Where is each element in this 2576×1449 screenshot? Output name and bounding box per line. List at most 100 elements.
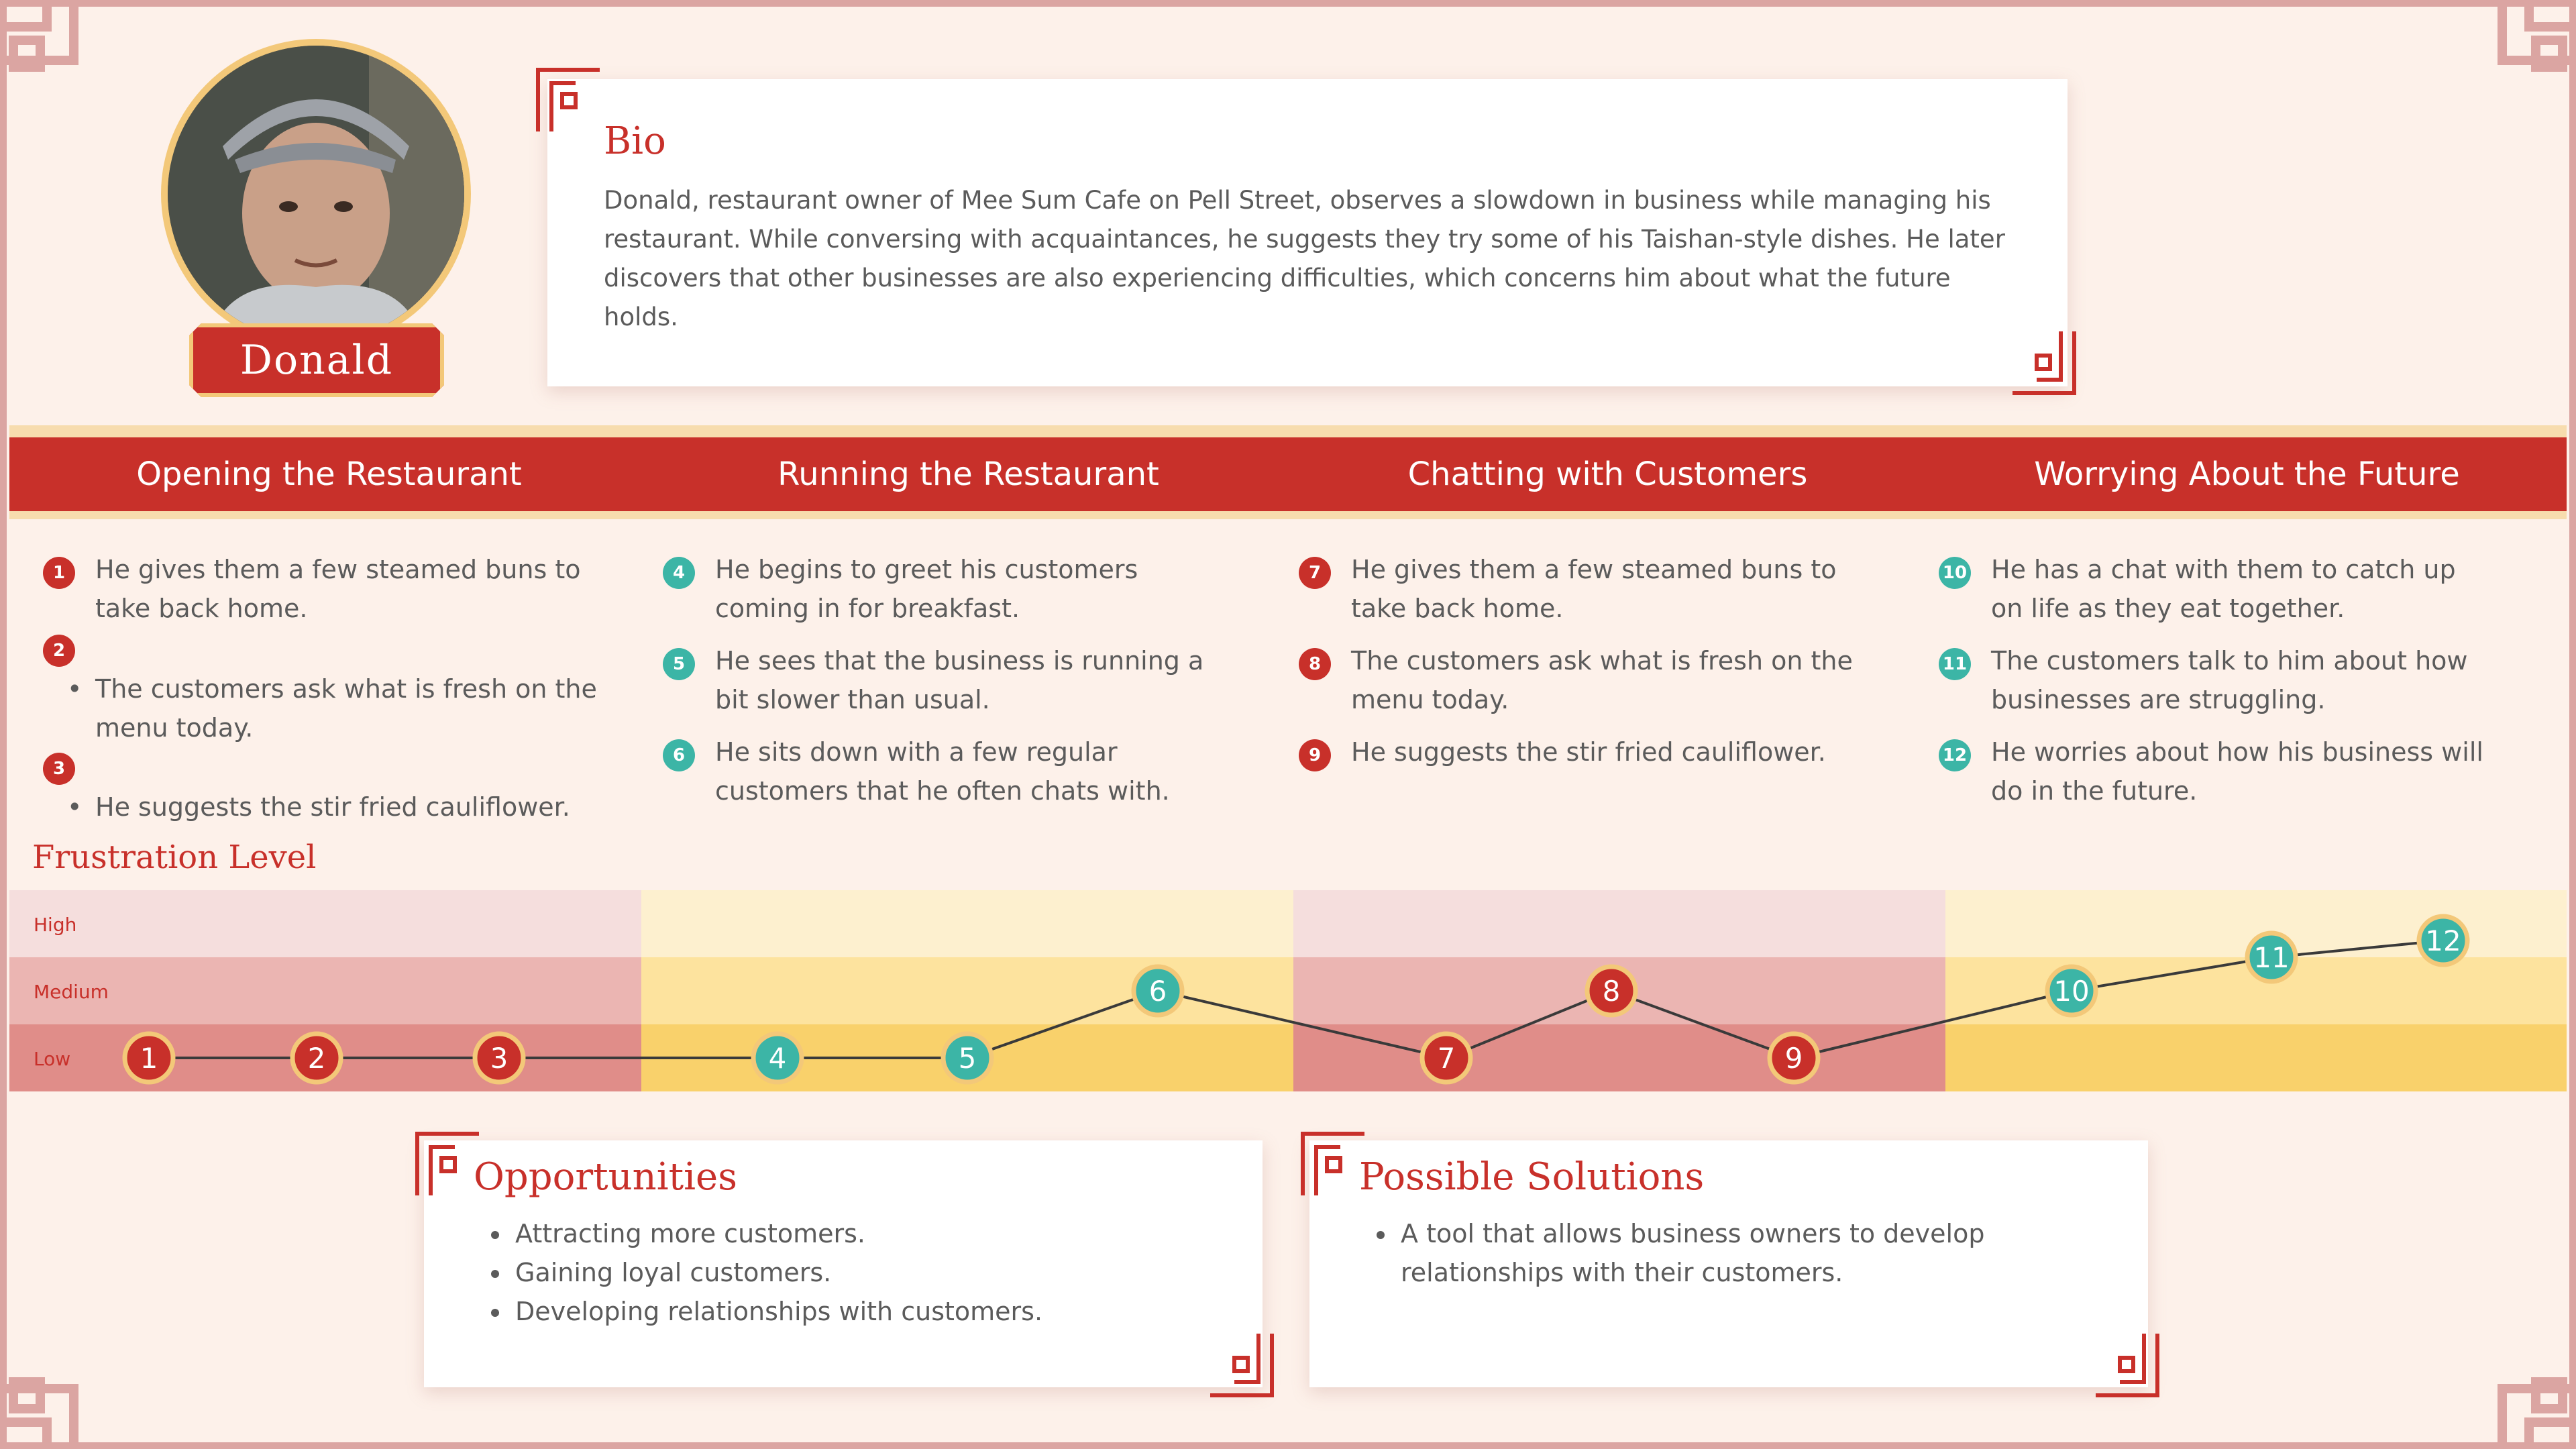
stage-title-worrying: Worrying About the Future	[2034, 455, 2460, 493]
step-11: 11 The customers talk to him about how b…	[1939, 641, 2496, 719]
step-number-badge: 6	[663, 739, 695, 771]
step-8: 8 The customers ask what is fresh on the…	[1299, 641, 1856, 719]
chart-point-label: 4	[769, 1042, 787, 1075]
chart-point-4: 4	[751, 1031, 804, 1085]
chart-connector-line	[1611, 989, 1794, 1059]
level-label-medium: Medium	[34, 981, 109, 1003]
step-text: He worries about how his business will d…	[1991, 737, 2483, 806]
step-1: 1 He gives them a few steamed buns to ta…	[43, 550, 600, 628]
chart-point-marker	[2245, 930, 2298, 984]
step-number-badge: 2	[43, 635, 75, 667]
chart-point-marker	[941, 1031, 994, 1085]
step-number-badge: 5	[663, 648, 695, 680]
step-text: He begins to greet his customers coming …	[715, 555, 1138, 623]
chart-point-8: 8	[1585, 964, 1638, 1018]
solutions-card: Possible Solutions A tool that allows bu…	[1309, 1140, 2148, 1387]
chart-point-label: 7	[1438, 1042, 1456, 1075]
step-number-badge: 10	[1939, 557, 1971, 589]
avatar	[168, 46, 464, 342]
opportunities-title: Opportunities	[474, 1155, 737, 1199]
opportunities-corner-ornament-top	[415, 1132, 479, 1195]
step-10: 10 He has a chat with them to catch up o…	[1939, 550, 2496, 628]
solutions-list: A tool that allows business owners to de…	[1359, 1214, 2135, 1292]
bio-card: Bio Donald, restaurant owner of Mee Sum …	[547, 79, 2068, 386]
bio-text: Donald, restaurant owner of Mee Sum Cafe…	[604, 186, 2005, 331]
steps-column-chatting: 7 He gives them a few steamed buns to ta…	[1299, 550, 1856, 785]
step-6: 6 He sits down with a few regular custom…	[663, 733, 1220, 810]
chart-point-label: 2	[308, 1042, 326, 1075]
step-number-badge: 11	[1939, 648, 1971, 680]
chart-point-11: 11	[2245, 930, 2298, 984]
chart-point-label: 3	[490, 1042, 508, 1075]
step-2: The customers ask what is fresh on the m…	[43, 669, 600, 747]
step-12: 12 He worries about how his business wil…	[1939, 733, 2496, 810]
step-number-badge: 8	[1299, 648, 1331, 680]
chart-connector-line	[1157, 989, 1447, 1059]
step-number-badge: 3	[43, 753, 75, 785]
chart-point-label: 6	[1149, 975, 1167, 1008]
chart-point-label: 10	[2053, 975, 2089, 1008]
step-3-marker: 3	[43, 750, 600, 788]
level-label-low: Low	[34, 1048, 71, 1070]
bio-corner-ornament-bottom	[2012, 331, 2076, 395]
step-number-badge: 12	[1939, 739, 1971, 771]
chart-connector-line	[2071, 956, 2272, 992]
step-text: He sits down with a few regular customer…	[715, 737, 1170, 806]
stage-title-opening: Opening the Restaurant	[136, 455, 522, 493]
chart-point-6: 6	[1131, 964, 1185, 1018]
chart-point-label: 12	[2425, 924, 2461, 957]
chart-point-label: 8	[1603, 975, 1621, 1008]
chart-point-2: 2	[290, 1031, 343, 1085]
chart-point-marker	[122, 1031, 176, 1085]
chart-point-marker	[1131, 964, 1185, 1018]
list-item: A tool that allows business owners to de…	[1397, 1214, 2135, 1292]
step-4: 4 He begins to greet his customers comin…	[663, 550, 1220, 628]
step-text: The customers ask what is fresh on the m…	[1351, 646, 1853, 714]
step-number-badge: 9	[1299, 739, 1331, 771]
step-text: He suggests the stir fried cauliflower.	[1351, 737, 1826, 767]
step-text: He gives them a few steamed buns to take…	[95, 555, 581, 623]
solutions-corner-ornament-top	[1301, 1132, 1364, 1195]
chart-connector-line	[1793, 989, 2072, 1059]
chart-point-marker	[472, 1031, 526, 1085]
steps-column-opening: 1 He gives them a few steamed buns to ta…	[43, 550, 600, 840]
chart-point-1: 1	[122, 1031, 176, 1085]
chart-point-marker	[290, 1031, 343, 1085]
chart-connector-line	[1446, 989, 1612, 1059]
stage-band	[9, 437, 2567, 511]
steps-column-worrying: 10 He has a chat with them to catch up o…	[1939, 550, 2496, 824]
chart-point-10: 10	[2045, 964, 2098, 1018]
solutions-corner-ornament-bottom	[2096, 1334, 2159, 1397]
chart-point-label: 9	[1785, 1042, 1803, 1075]
stage-title-running: Running the Restaurant	[777, 455, 1159, 493]
chart-point-marker	[1585, 964, 1638, 1018]
step-text: He has a chat with them to catch up on l…	[1991, 555, 2456, 623]
step-7: 7 He gives them a few steamed buns to ta…	[1299, 550, 1856, 628]
corner-ornament-bottom-right	[2475, 1348, 2576, 1449]
chart-point-3: 3	[472, 1031, 526, 1085]
stage-band-bottom-stripe	[9, 511, 2567, 519]
list-item: Attracting more customers.	[511, 1214, 1249, 1253]
step-text: He gives them a few steamed buns to take…	[1351, 555, 1837, 623]
opportunities-card: Opportunities Attracting more customers.…	[424, 1140, 1263, 1387]
stage-title-chatting: Chatting with Customers	[1407, 455, 1808, 493]
opportunities-corner-ornament-bottom	[1210, 1334, 1274, 1397]
chart-point-marker	[2416, 914, 2470, 967]
bio-corner-ornament-top	[536, 68, 600, 131]
corner-ornament-top-left	[0, 0, 101, 101]
bio-title: Bio	[604, 119, 666, 163]
step-text: He suggests the stir fried cauliflower.	[95, 792, 570, 822]
persona-name: Donald	[239, 337, 394, 384]
chart-point-7: 7	[1419, 1031, 1473, 1085]
level-label-high: High	[34, 914, 77, 936]
step-number-badge: 1	[43, 557, 75, 589]
step-3: He suggests the stir fried cauliflower.	[43, 788, 600, 826]
chart-point-label: 5	[959, 1042, 977, 1075]
chart-point-label: 1	[140, 1042, 158, 1075]
chart-point-12: 12	[2416, 914, 2470, 967]
chart-connector-line	[967, 989, 1159, 1059]
step-number-badge: 7	[1299, 557, 1331, 589]
frustration-title: Frustration Level	[32, 839, 317, 876]
step-5: 5 He sees that the business is running a…	[663, 641, 1220, 719]
